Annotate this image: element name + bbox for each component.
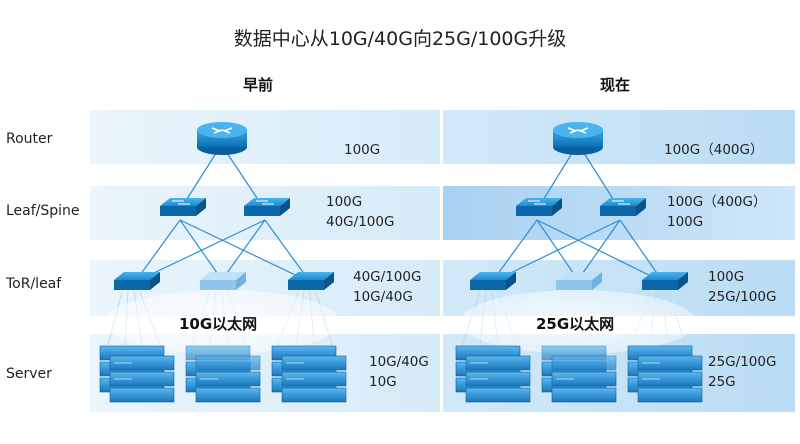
leaf-speed-before-1: 100G bbox=[326, 194, 363, 210]
router-speed-before: 100G bbox=[344, 142, 381, 158]
right-links bbox=[491, 149, 664, 283]
server-rack-details bbox=[114, 362, 660, 380]
switch-icon bbox=[600, 198, 646, 216]
switch-icon bbox=[200, 272, 246, 290]
tor-speed-now-2: 25G/100G bbox=[708, 289, 777, 305]
server-speed-now-1: 25G/100G bbox=[708, 354, 777, 370]
tier-label-tor-leaf: ToR/leaf bbox=[6, 276, 62, 292]
leaf-speed-now-1: 100G（400G） bbox=[667, 194, 767, 210]
switch-icon bbox=[642, 272, 688, 290]
router-icon bbox=[553, 122, 603, 155]
tor-speed-now-1: 100G bbox=[708, 269, 745, 285]
leaf-speed-before-2: 40G/100G bbox=[326, 214, 395, 230]
ethernet-ellipse-left bbox=[104, 290, 340, 354]
server-racks bbox=[99, 345, 703, 403]
switch-icon bbox=[160, 198, 206, 216]
switch-icon bbox=[288, 272, 334, 290]
router-speed-now: 100G（400G） bbox=[664, 142, 764, 158]
server-speed-before-2: 10G bbox=[369, 374, 397, 390]
switch-icon bbox=[470, 272, 516, 290]
router-icon bbox=[197, 122, 247, 155]
column-heading-before: 早前 bbox=[243, 76, 274, 94]
leaf-speed-now-2: 100G bbox=[667, 214, 704, 230]
tier-label-server: Server bbox=[6, 366, 52, 382]
tor-speed-before-1: 40G/100G bbox=[353, 269, 422, 285]
switch-icon bbox=[556, 272, 602, 290]
switch-icon bbox=[516, 198, 562, 216]
diagram-title: 数据中心从10G/40G向25G/100G升级 bbox=[233, 28, 567, 50]
server-speed-before-1: 10G/40G bbox=[369, 354, 429, 370]
server-speed-now-2: 25G bbox=[708, 374, 736, 390]
ethernet-ellipse-right bbox=[460, 290, 696, 354]
switch-icon bbox=[114, 272, 160, 290]
ethernet-label-before: 10G以太网 bbox=[179, 315, 258, 333]
tor-speed-before-2: 10G/40G bbox=[353, 289, 413, 305]
ethernet-label-now: 25G以太网 bbox=[536, 315, 615, 333]
tier-label-leaf-spine: Leaf/Spine bbox=[6, 203, 80, 219]
tier-label-router: Router bbox=[6, 131, 53, 147]
column-heading-now: 现在 bbox=[600, 76, 631, 94]
switch-icon bbox=[244, 198, 290, 216]
